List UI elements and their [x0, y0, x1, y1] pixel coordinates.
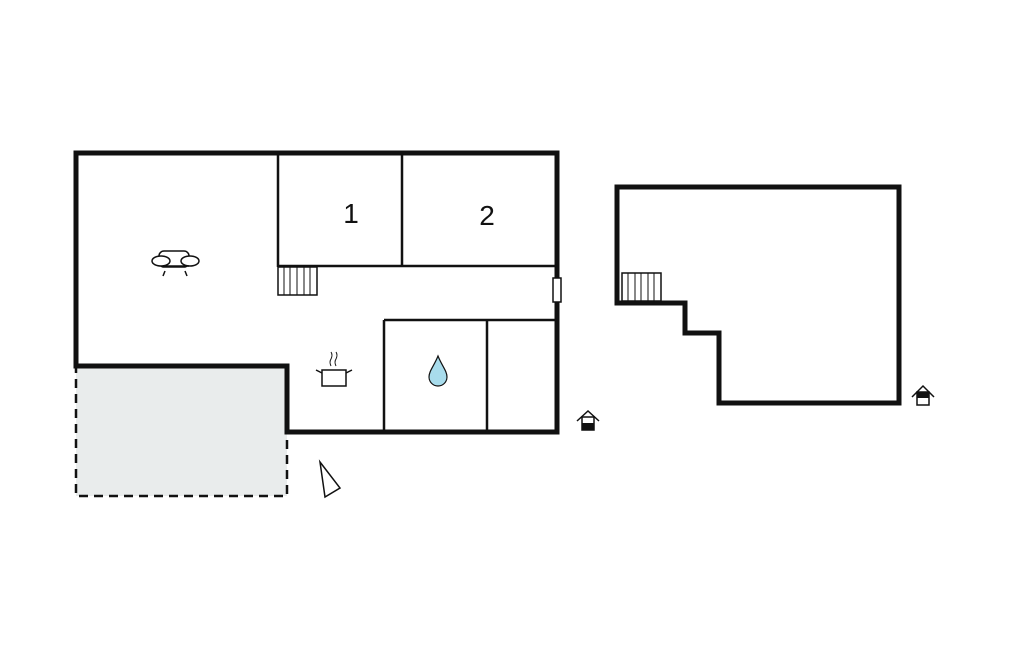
cooking-pot-icon: [315, 351, 353, 387]
room-label-1: 1: [343, 198, 359, 229]
interior-walls: [276, 153, 557, 432]
compass-pointer-icon: [318, 459, 342, 499]
house-entrance-icon: [911, 384, 935, 406]
terrace: [74, 364, 289, 498]
window-icon: [552, 277, 562, 303]
outer-wall: [73, 150, 560, 435]
stairs-icon: [621, 272, 662, 302]
upper-floor-plan: [614, 184, 935, 406]
stairs-icon: [277, 266, 318, 296]
room-label-2: 2: [479, 200, 495, 231]
ground-floor-plan: 1 2: [73, 150, 600, 499]
sofa-icon: [151, 250, 200, 277]
water-drop-icon: [428, 354, 448, 387]
house-entrance-icon: [576, 409, 600, 431]
outer-wall: [614, 184, 902, 406]
